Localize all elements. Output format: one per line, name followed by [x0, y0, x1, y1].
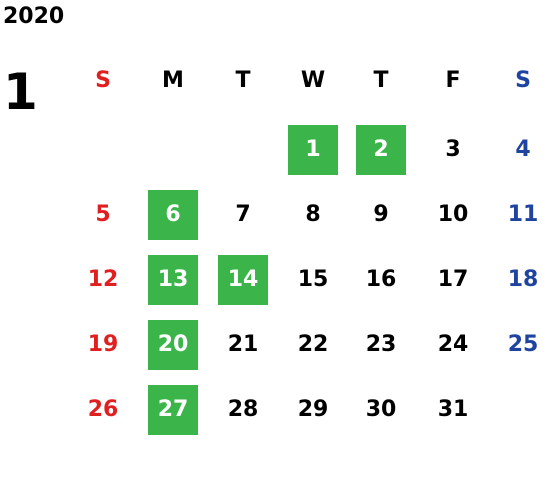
year-label: 2020: [3, 4, 65, 29]
day-cell-21: 21: [227, 332, 259, 357]
day-cell-28: 28: [227, 397, 259, 422]
day-cell-17: 17: [437, 267, 469, 292]
day-cell-9: 9: [373, 202, 389, 227]
day-cell-12: 12: [87, 267, 119, 292]
day-cell-3: 3: [445, 137, 461, 162]
day-cell-22: 22: [297, 332, 329, 357]
day-cell-13: 13: [148, 255, 198, 305]
weekday-header-thu: T: [373, 68, 389, 93]
day-cell-11: 11: [507, 202, 539, 227]
weekday-header-mon: M: [162, 68, 184, 93]
day-cell-30: 30: [365, 397, 397, 422]
day-cell-10: 10: [437, 202, 469, 227]
day-cell-2: 2: [356, 125, 406, 175]
day-cell-31: 31: [437, 397, 469, 422]
day-cell-15: 15: [297, 267, 329, 292]
day-cell-29: 29: [297, 397, 329, 422]
day-cell-1: 1: [288, 125, 338, 175]
day-cell-4: 4: [515, 137, 531, 162]
day-cell-16: 16: [365, 267, 397, 292]
day-cell-20: 20: [148, 320, 198, 370]
day-cell-19: 19: [87, 332, 119, 357]
day-cell-24: 24: [437, 332, 469, 357]
day-cell-27: 27: [148, 385, 198, 435]
day-cell-7: 7: [235, 202, 251, 227]
weekday-header-sun: S: [95, 68, 111, 93]
weekday-header-tue: T: [235, 68, 251, 93]
day-cell-14: 14: [218, 255, 268, 305]
day-cell-18: 18: [507, 267, 539, 292]
day-cell-25: 25: [507, 332, 539, 357]
weekday-header-fri: F: [445, 68, 461, 93]
day-cell-26: 26: [87, 397, 119, 422]
month-label: 1: [3, 63, 38, 121]
day-cell-6: 6: [148, 190, 198, 240]
day-cell-23: 23: [365, 332, 397, 357]
weekday-header-wed: W: [300, 68, 326, 93]
day-cell-5: 5: [95, 202, 111, 227]
day-cell-8: 8: [305, 202, 321, 227]
weekday-header-sat: S: [515, 68, 531, 93]
